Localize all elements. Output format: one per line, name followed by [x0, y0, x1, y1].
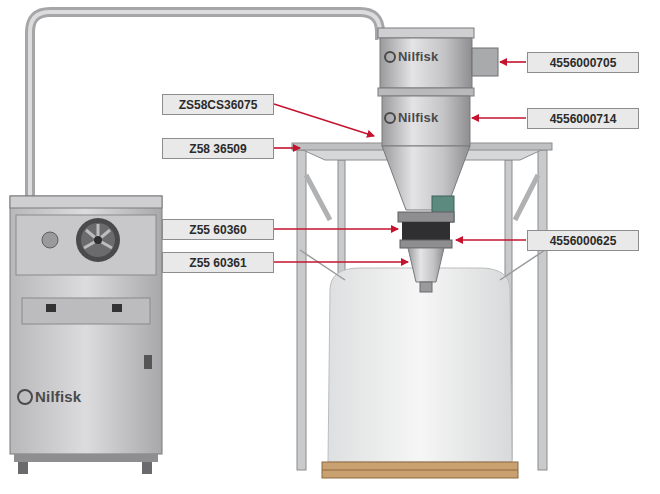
part-number-box: Z55 60361 — [162, 252, 274, 273]
part-number: 4556000705 — [550, 56, 617, 70]
part-number: Z55 60361 — [189, 256, 246, 270]
part-number: 4556000625 — [550, 234, 617, 248]
part-number-box: Z58 36509 — [162, 138, 274, 159]
brand-logo-text: Nilfisk — [35, 388, 81, 405]
part-number-box: ZS58CS36075 — [162, 94, 274, 115]
part-number-box: 4556000625 — [527, 230, 639, 251]
part-number-box: 4556000714 — [527, 108, 639, 129]
part-number: 4556000714 — [550, 112, 617, 126]
brand-logo-text: Nilfisk — [398, 110, 438, 125]
part-number: ZS58CS36075 — [179, 98, 258, 112]
part-number-box: Z55 60360 — [162, 219, 274, 240]
part-number: Z58 36509 — [189, 142, 246, 156]
part-number: Z55 60360 — [189, 223, 246, 237]
part-number-box: 4556000705 — [527, 52, 639, 73]
brand-logo-text: Nilfisk — [398, 49, 438, 64]
